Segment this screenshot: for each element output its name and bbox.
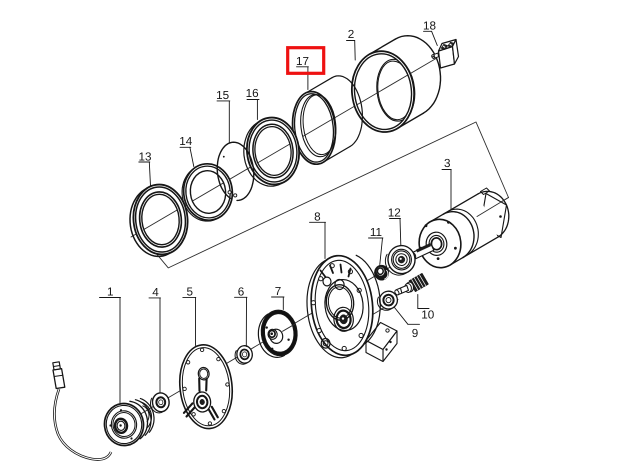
svg-text:11: 11	[370, 226, 382, 239]
svg-text:13: 13	[138, 150, 151, 163]
svg-text:7: 7	[275, 285, 282, 298]
svg-text:5: 5	[187, 286, 194, 299]
svg-text:1: 1	[107, 286, 114, 299]
svg-text:6: 6	[238, 285, 245, 298]
svg-text:15: 15	[216, 89, 230, 102]
svg-text:3: 3	[444, 157, 451, 170]
svg-text:8: 8	[314, 210, 321, 223]
svg-text:9: 9	[412, 327, 419, 340]
svg-text:12: 12	[388, 207, 401, 220]
svg-text:2: 2	[348, 28, 355, 41]
svg-text:16: 16	[246, 87, 259, 100]
svg-text:17: 17	[296, 55, 309, 68]
svg-text:10: 10	[421, 309, 435, 322]
svg-text:14: 14	[179, 135, 193, 148]
svg-text:4: 4	[152, 286, 159, 299]
svg-text:18: 18	[423, 20, 436, 33]
